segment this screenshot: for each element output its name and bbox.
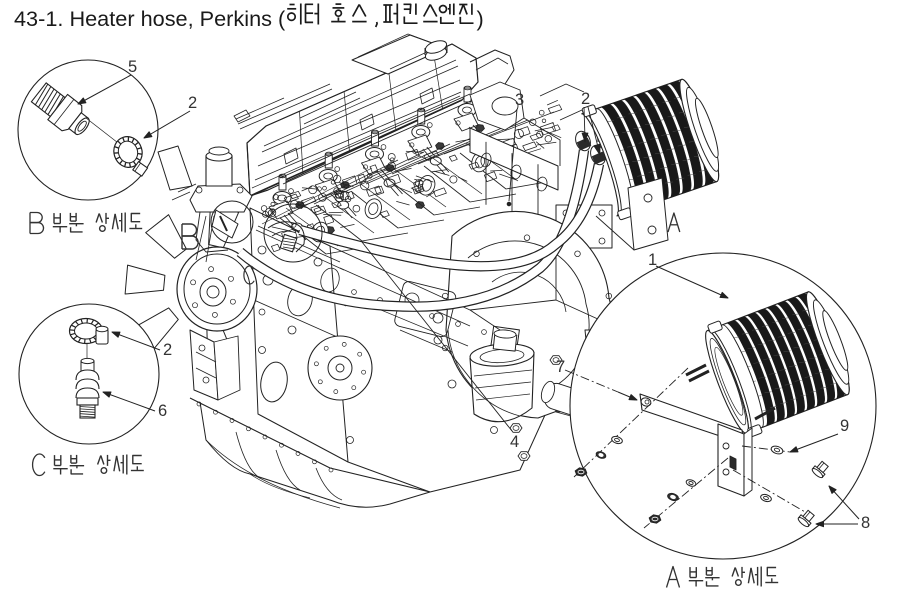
svg-text:2: 2 (581, 90, 590, 108)
svg-text:3: 3 (515, 91, 524, 109)
svg-text:43-1. Heater hose, Perkins (: 43-1. Heater hose, Perkins ( (14, 6, 286, 31)
svg-text:9: 9 (840, 417, 849, 435)
svg-text:4: 4 (510, 433, 519, 451)
svg-text:6: 6 (158, 402, 167, 420)
svg-text:8: 8 (861, 514, 870, 532)
svg-text:1: 1 (648, 251, 657, 269)
svg-text:2: 2 (188, 94, 197, 112)
svg-text:5: 5 (128, 58, 137, 76)
svg-text:7: 7 (556, 358, 565, 376)
svg-text:2: 2 (163, 341, 172, 359)
svg-text:): ) (477, 6, 484, 31)
